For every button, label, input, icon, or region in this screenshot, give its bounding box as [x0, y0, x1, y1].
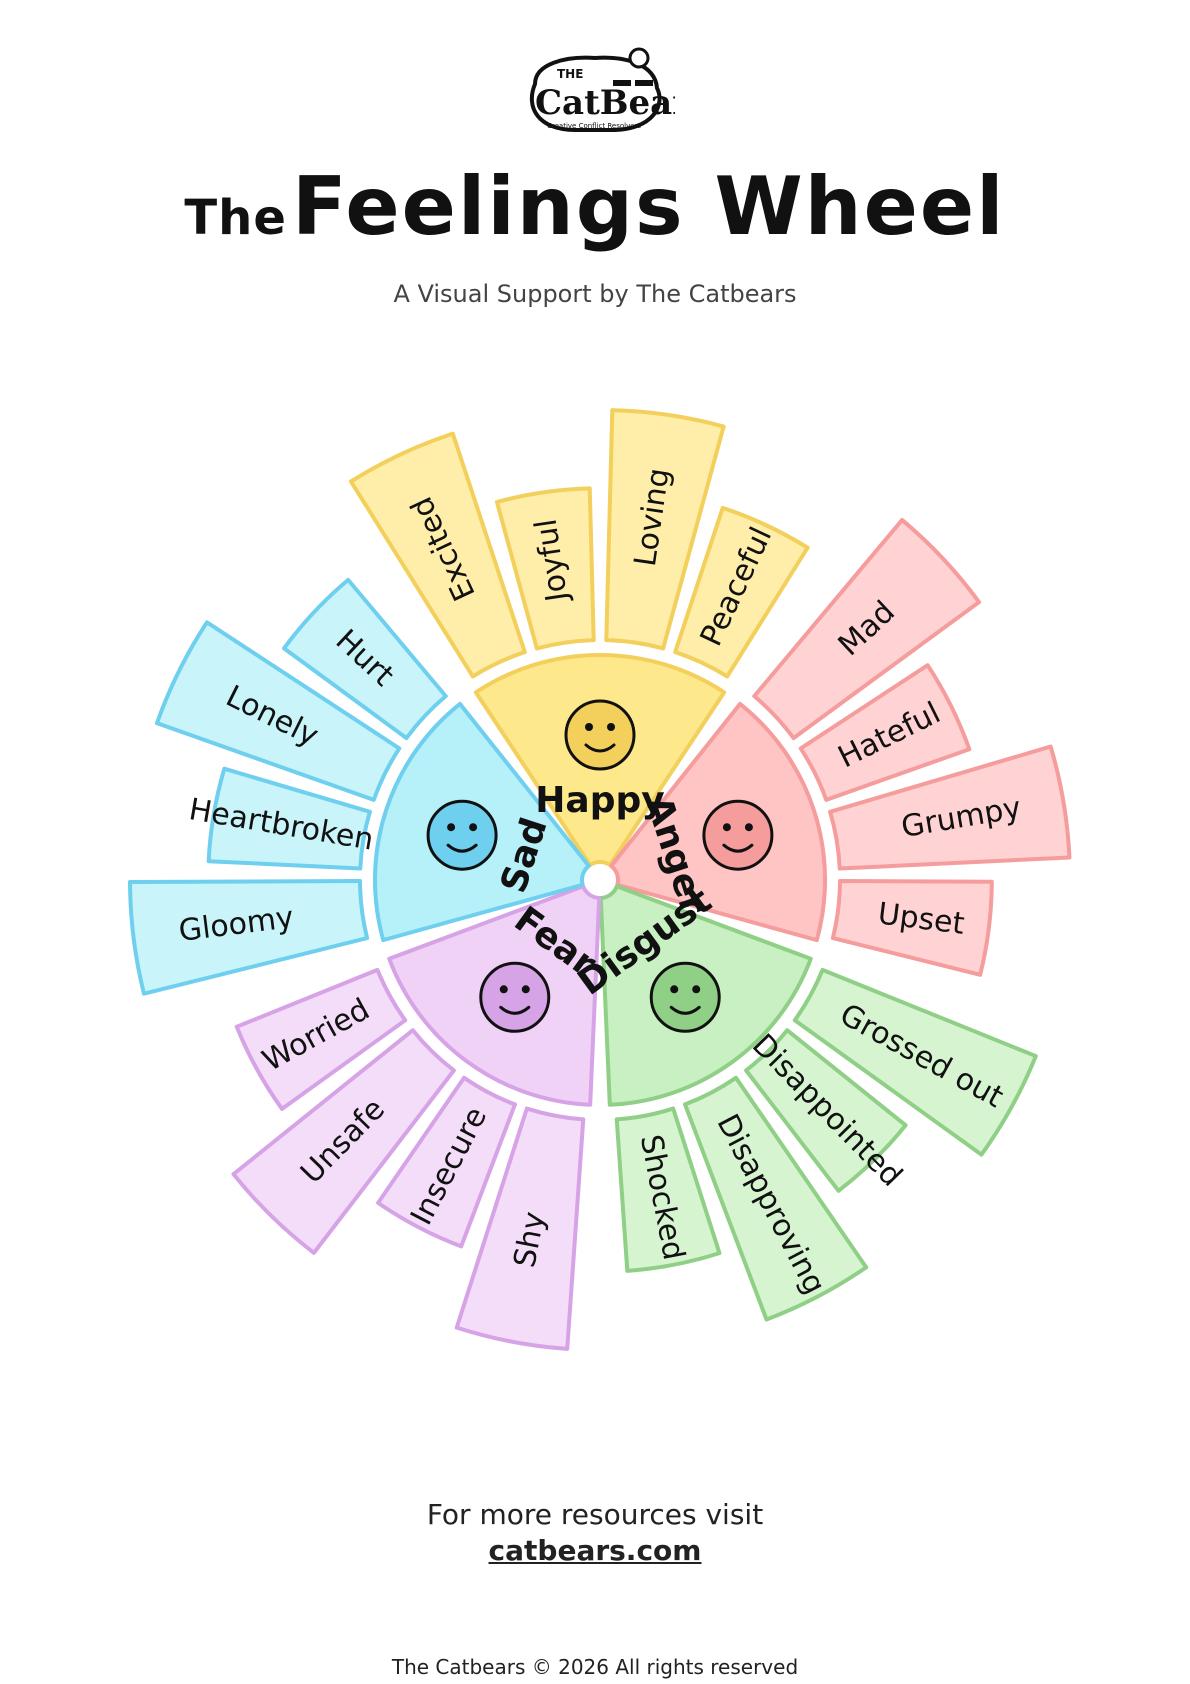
outer-wedge-grumpy [828, 744, 1072, 871]
page-title: The Feelings Wheel [0, 160, 1190, 253]
outer-wedge-gloomy [128, 879, 370, 996]
face-icon-disgust [649, 961, 721, 1033]
outer-wedge-unsafe [231, 1028, 456, 1255]
outer-wedge-heartbroken [206, 766, 372, 871]
svg-text:CatBears: CatBears [535, 83, 675, 123]
outer-wedge-lonely [154, 620, 402, 802]
outer-wedge-insecure [376, 1075, 517, 1249]
title-big: Feelings Wheel [291, 160, 1006, 253]
svg-text:THE: THE [557, 67, 583, 81]
catbears-logo: THE CatBears Creative Conflict Resolvers [529, 47, 675, 132]
outer-wedge-shy [454, 1106, 586, 1351]
face-icon-fear [479, 961, 551, 1033]
outer-wedge-hateful [798, 663, 972, 802]
outer-wedge-hurt [282, 577, 448, 741]
footer-link[interactable]: catbears.com [488, 1534, 702, 1567]
outer-wedge-loving [604, 408, 726, 651]
core-label-happy: Happy [535, 780, 664, 821]
copyright: The Catbears © 2026 All rights reserved [391, 1655, 799, 1679]
page-subtitle: A Visual Support by The Catbears [393, 280, 797, 308]
face-icon-happy [564, 699, 636, 771]
svg-text:Creative Conflict Resolvers: Creative Conflict Resolvers [547, 122, 641, 130]
outer-wedge-worried [234, 967, 408, 1111]
outer-wedge-joyful [494, 486, 596, 651]
outer-wedge-upset [830, 879, 994, 977]
face-icon-sad [426, 799, 498, 871]
outer-wedge-shocked [614, 1106, 722, 1273]
face-icon-anger [702, 799, 774, 871]
footer-text: For more resources visit [426, 1498, 764, 1531]
outer-wedge-grossed-out [792, 967, 1038, 1157]
outer-wedge-disappointed [744, 1028, 908, 1193]
outer-wedge-peaceful [673, 505, 810, 679]
outer-wedge-disapproving [683, 1075, 869, 1322]
outer-wedge-excited [348, 431, 527, 679]
outer-wedge-mad [752, 517, 982, 741]
logo-wordmark: THE CatBears Creative Conflict Resolvers [535, 67, 675, 130]
title-small: The [184, 190, 287, 246]
